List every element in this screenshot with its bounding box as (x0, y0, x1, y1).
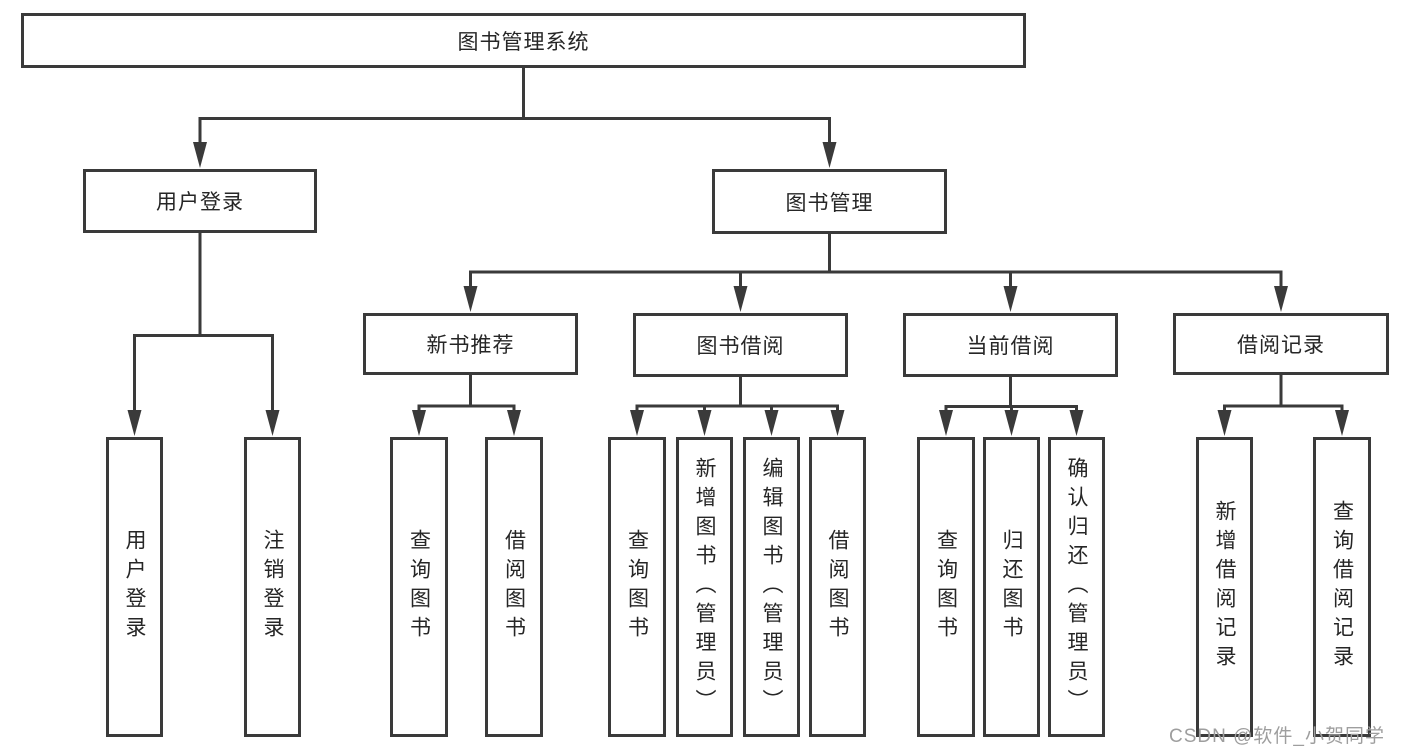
leaf-borrow-books-recommend: 借阅图书 (485, 437, 543, 737)
leaf-query-books-recommend: 查询图书 (390, 437, 448, 737)
leaf-logout: 注销登录 (244, 437, 301, 737)
arrowheads-records-leaves (1217, 410, 1349, 436)
connector-current-to-leaves (944, 377, 1078, 412)
connector-records-to-leaves (1223, 375, 1344, 412)
node-new-book-recommend: 新书推荐 (363, 313, 578, 375)
node-current-borrowing: 当前借阅 (903, 313, 1118, 377)
node-user-login: 用户登录 (83, 169, 317, 233)
leaf-return-books: 归还图书 (983, 437, 1040, 737)
arrowheads-user-login-leaves (127, 410, 280, 436)
leaf-query-books-current: 查询图书 (917, 437, 975, 737)
leaf-add-book-admin: 新增图书（管理员） (676, 437, 733, 737)
leaf-add-borrow-record: 新增借阅记录 (1196, 437, 1253, 737)
watermark: CSDN @软件_小贺同学 (1169, 726, 1385, 747)
arrowheads-recommend-leaves (412, 410, 521, 436)
connector-root-to-level2 (198, 68, 831, 144)
leaf-user-login: 用户登录 (106, 437, 163, 737)
connector-book-mgmt-to-level3 (469, 234, 1283, 288)
leaf-query-borrow-record: 查询借阅记录 (1313, 437, 1371, 737)
connector-recommend-to-leaves (417, 375, 516, 412)
leaf-edit-book-admin: 编辑图书（管理员） (743, 437, 800, 737)
leaf-confirm-return-admin: 确认归还（管理员） (1048, 437, 1105, 737)
connector-borrowing-to-leaves (635, 377, 839, 412)
arrowheads-current-leaves (939, 410, 1084, 436)
node-borrowing-records: 借阅记录 (1173, 313, 1389, 375)
arrowheads-level3 (463, 286, 1288, 312)
arrowheads-level2 (193, 142, 837, 168)
node-book-management: 图书管理 (712, 169, 947, 234)
node-library-system: 图书管理系统 (21, 13, 1026, 68)
leaf-query-books-borrowing: 查询图书 (608, 437, 666, 737)
connector-user-login-to-leaves (133, 233, 274, 412)
node-book-borrowing: 图书借阅 (633, 313, 848, 377)
arrowheads-borrowing-leaves (630, 410, 845, 436)
leaf-borrow-books-borrowing: 借阅图书 (809, 437, 866, 737)
